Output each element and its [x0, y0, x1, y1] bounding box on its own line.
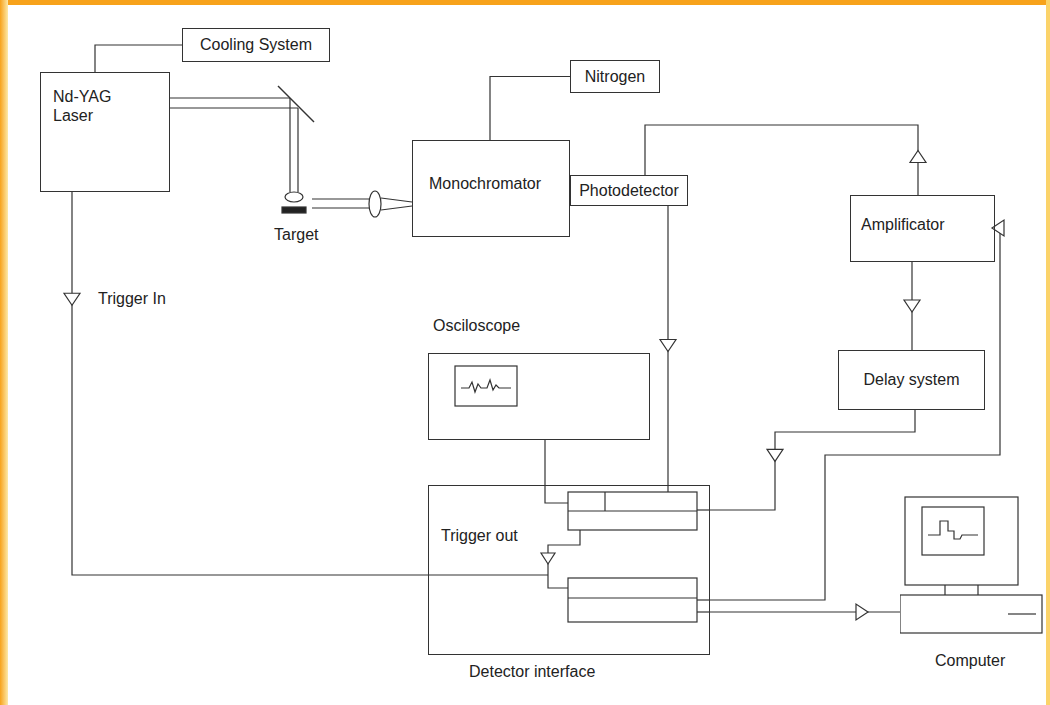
laser-beam	[297, 108, 298, 192]
arrow-triangle	[904, 300, 920, 312]
emission-beam	[381, 206, 412, 210]
computer-icon: Computer	[900, 495, 1045, 635]
frame-band	[0, 0, 8, 705]
frame-band	[0, 0, 1050, 5]
laser-box: Nd-YAG Laser	[40, 72, 170, 192]
connector-line	[72, 192, 428, 575]
interface-divider	[604, 492, 605, 511]
node-label: Nitrogen	[585, 67, 645, 86]
signal-connector	[710, 220, 1004, 600]
equipment-box: Cooling System	[182, 28, 330, 62]
target-sample	[282, 207, 306, 213]
mirror	[278, 86, 314, 122]
interface-channel	[568, 578, 697, 622]
computer-drawing	[900, 495, 1045, 635]
node-label: Nd-YAG Laser	[53, 87, 123, 125]
arrow-triangle	[910, 151, 926, 163]
arrow-triangle	[64, 293, 80, 305]
monochromator-box: Monochromator	[412, 140, 570, 237]
signal-connector	[64, 192, 428, 575]
amplifier-box: Amplificator	[850, 195, 995, 262]
emission-beam	[312, 198, 369, 199]
node-label: Amplificator	[861, 215, 945, 234]
connector-line	[490, 77, 570, 141]
signal-connector	[710, 410, 915, 510]
connector-line	[95, 45, 182, 72]
internal-wire	[545, 485, 568, 503]
interface-divider	[568, 597, 697, 598]
internal-wire	[697, 611, 710, 612]
signal-connector	[904, 262, 920, 350]
laser-beam	[170, 107, 298, 108]
signal-connector	[95, 45, 182, 72]
signal-connector	[490, 77, 570, 141]
interface-divider	[568, 510, 697, 511]
node-caption: Osciloscope	[433, 316, 520, 335]
connector-line	[544, 440, 545, 485]
internal-wire	[697, 509, 710, 510]
interface-channel	[568, 492, 697, 530]
arrow-triangle	[856, 604, 868, 620]
signal-connector	[710, 604, 900, 620]
oscilloscope-box: Osciloscope	[428, 353, 650, 440]
interface-box: Trigger outDetector interface	[428, 485, 710, 655]
internal-wire	[697, 599, 710, 600]
node-caption: Computer	[935, 651, 1005, 670]
signal-connector	[660, 206, 676, 485]
internal-wire	[667, 485, 668, 492]
emission-beam	[381, 198, 412, 202]
arrow-triangle	[992, 220, 1004, 236]
internal-wire	[548, 530, 580, 588]
connector-line	[710, 410, 915, 510]
frame-band	[1046, 0, 1050, 705]
part-label: Target	[272, 226, 320, 244]
node-label: Monochromator	[429, 174, 541, 193]
signal-connector	[545, 440, 546, 485]
connector-line	[710, 611, 900, 612]
internal-wire	[428, 574, 548, 575]
connector-line	[645, 125, 918, 195]
arrow-triangle	[767, 449, 783, 461]
laser-beam	[289, 98, 290, 192]
emission-beam	[312, 207, 369, 208]
node-caption: Trigger out	[441, 526, 518, 545]
focusing-lens	[285, 192, 303, 202]
detector-box: Photodetector	[570, 175, 688, 206]
equipment-box: Nitrogen	[570, 60, 660, 93]
arrow-triangle	[660, 340, 676, 352]
delay-box: Delay system	[838, 350, 985, 410]
node-label: Cooling System	[200, 35, 312, 54]
signal-triangle	[541, 553, 555, 564]
laser-beam	[170, 97, 290, 98]
node-label: Delay system	[863, 370, 959, 389]
node-label: Photodetector	[579, 181, 679, 200]
oscilloscope-screen	[429, 354, 651, 441]
collecting-lens	[369, 191, 381, 217]
node-caption: Detector interface	[469, 662, 595, 681]
connector-line	[710, 228, 1000, 600]
signal-label: Trigger In	[96, 290, 168, 308]
